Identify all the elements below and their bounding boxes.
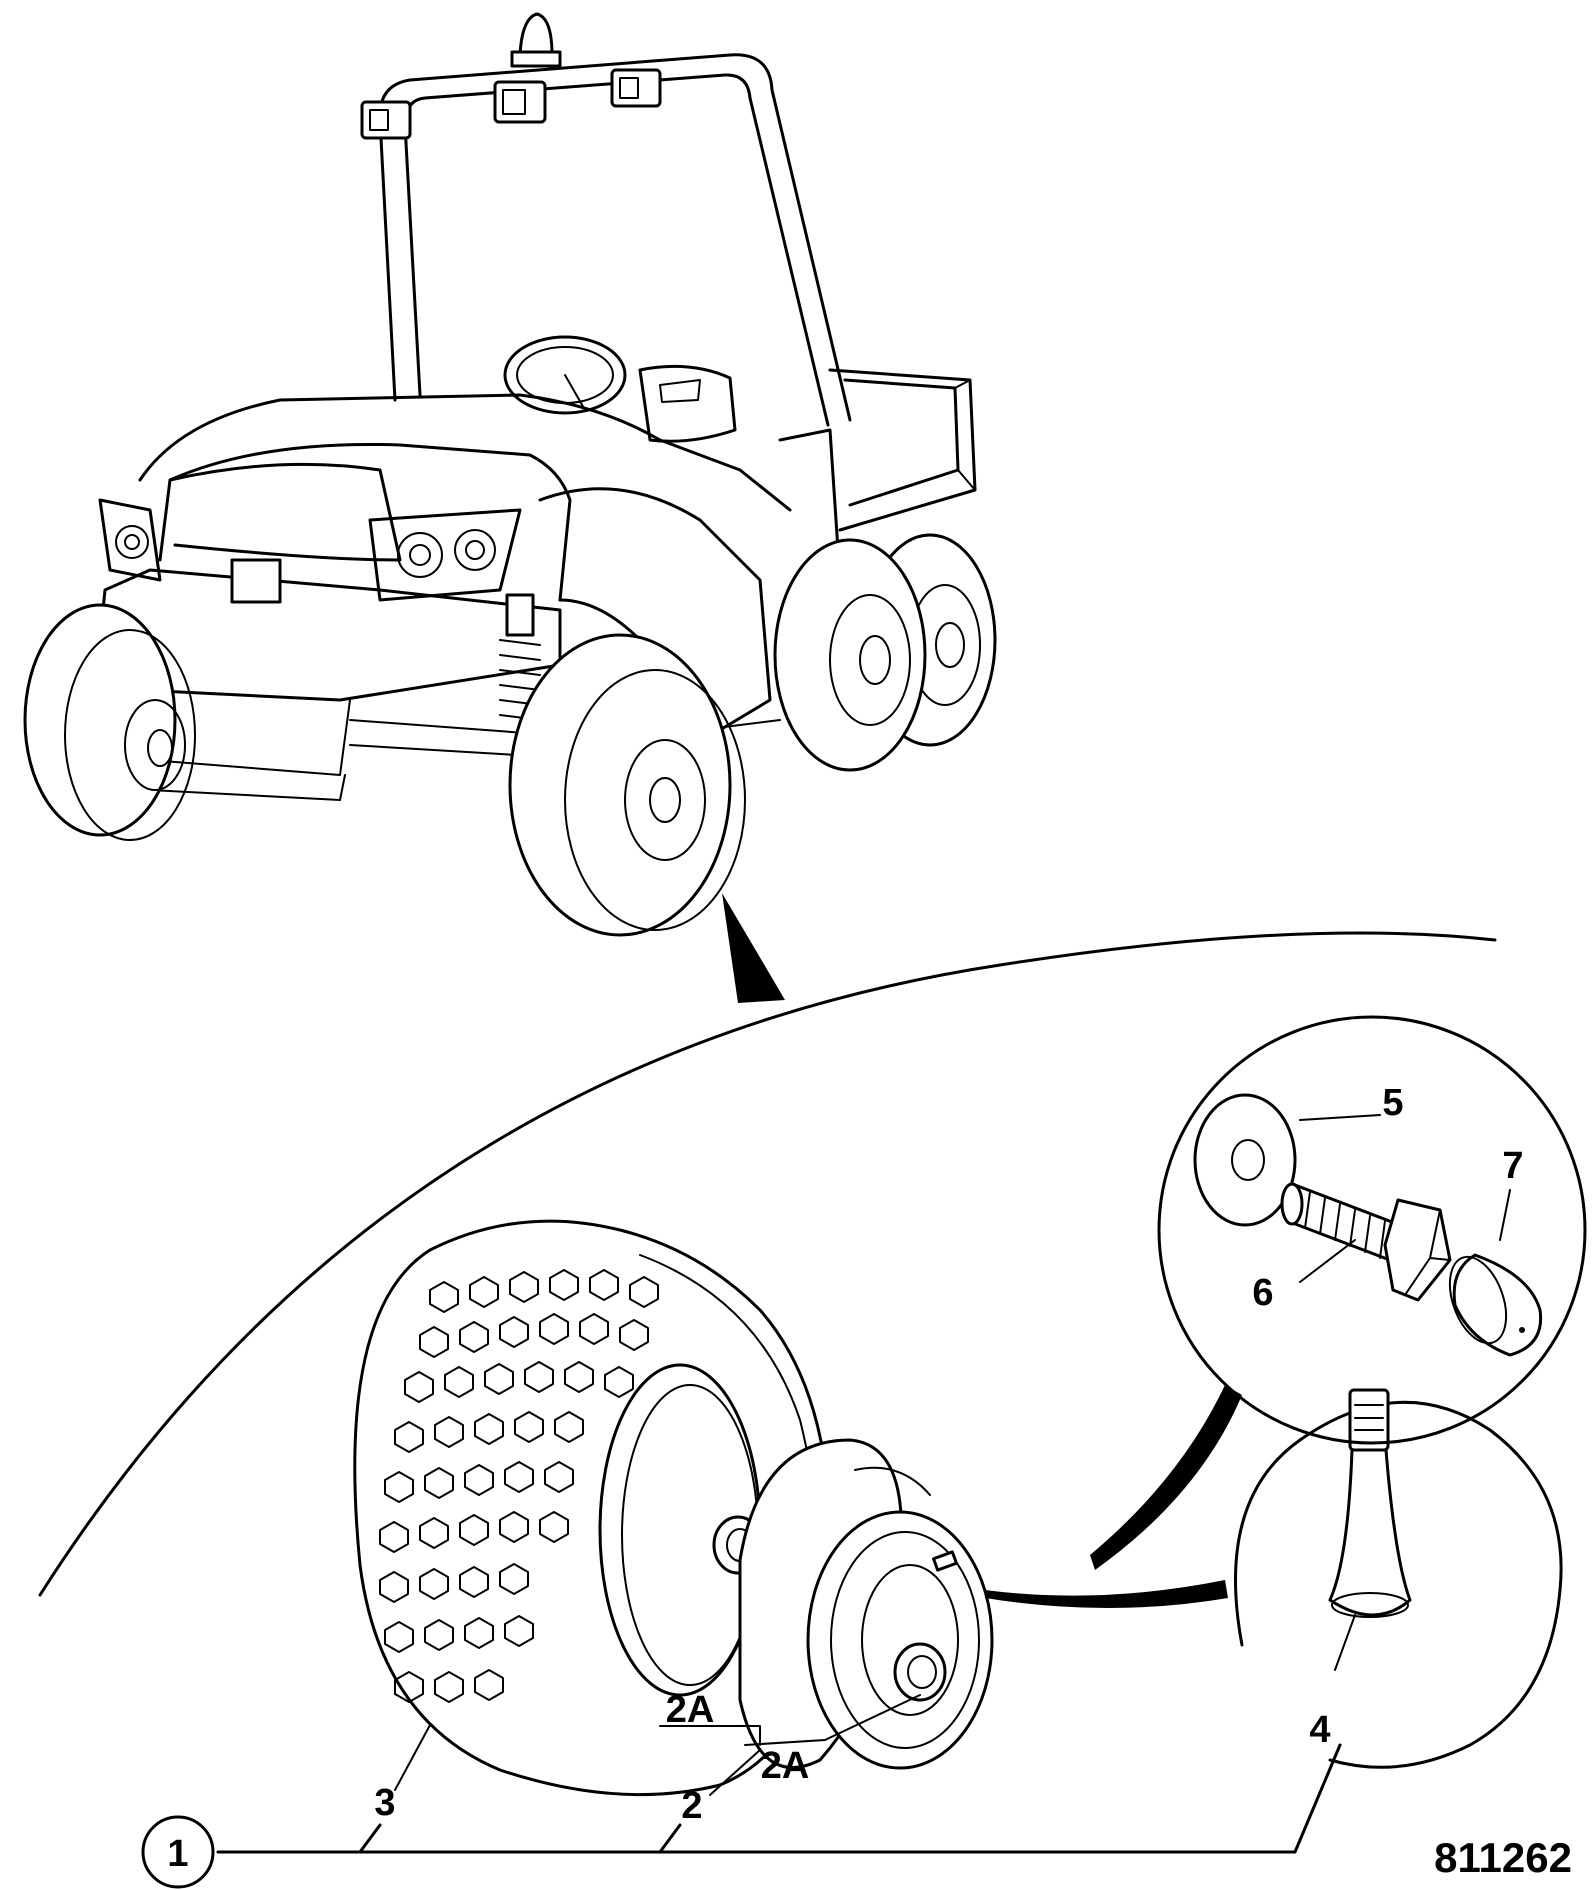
wheel-rim bbox=[738, 1438, 994, 1770]
front-suspension-spring bbox=[499, 593, 541, 721]
tyre bbox=[353, 1219, 832, 1797]
hardware-detail-circle bbox=[1090, 1015, 1587, 1570]
washer bbox=[1193, 1093, 1297, 1227]
callout-7: 7 bbox=[1502, 1145, 1523, 1187]
callout-6: 6 bbox=[1252, 1272, 1273, 1314]
tyre-valve bbox=[1328, 1388, 1412, 1618]
figure-id: 811262 bbox=[1434, 1834, 1572, 1881]
leader-lines bbox=[216, 1114, 1511, 1854]
callout-2a-upper: 2A bbox=[666, 1689, 715, 1731]
callout-1: 1 bbox=[167, 1833, 188, 1875]
callout-4: 4 bbox=[1309, 1709, 1330, 1751]
utility-vehicle-illustration bbox=[23, 12, 997, 937]
rear-wheels bbox=[773, 533, 997, 772]
front-right-wheel bbox=[508, 633, 746, 937]
cap-nut bbox=[1448, 1253, 1543, 1357]
tyre-tread bbox=[379, 1269, 659, 1703]
bearing-outer bbox=[893, 1642, 947, 1702]
bolt bbox=[1280, 1182, 1452, 1302]
callout-2a-lower: 2A bbox=[761, 1745, 810, 1787]
callout-5: 5 bbox=[1382, 1082, 1403, 1124]
detail-view-boundary bbox=[38, 893, 1497, 1597]
callout-3: 3 bbox=[374, 1782, 395, 1824]
callout-2: 2 bbox=[681, 1785, 702, 1827]
callout-labels: 1 3 2 2A 2A 4 5 6 7 811262 bbox=[141, 1082, 1572, 1889]
valve-detail-circle bbox=[985, 1388, 1563, 1769]
front-left-wheel bbox=[23, 603, 196, 841]
callout-circle-1 bbox=[141, 1815, 215, 1889]
roof-lights bbox=[360, 68, 662, 140]
